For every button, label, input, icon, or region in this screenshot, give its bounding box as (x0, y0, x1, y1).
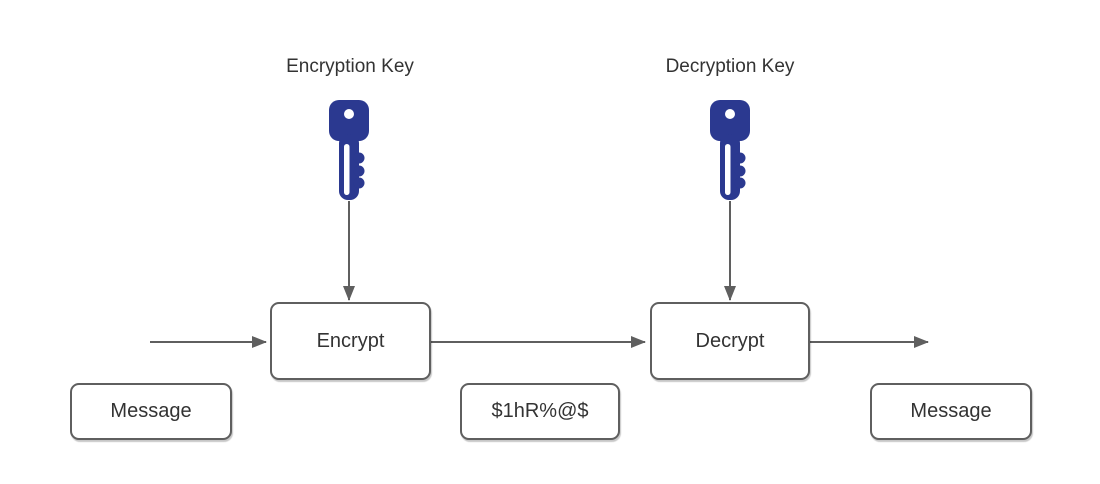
message-output-box: Message (870, 383, 1032, 440)
encrypt-box-label: Encrypt (316, 329, 385, 352)
message-input-box: Message (70, 383, 232, 440)
ciphertext-label: $1hR%@$ (491, 400, 589, 422)
message-input-label: Message (110, 400, 192, 422)
key-icon (329, 100, 369, 200)
decrypt-box-label: Decrypt (695, 329, 765, 352)
decryption-key-label: Decryption Key (665, 56, 795, 77)
decrypt-box: Decrypt (650, 302, 810, 380)
encrypt-box: Encrypt (270, 302, 431, 380)
key-icon (710, 100, 750, 200)
ciphertext-box: $1hR%@$ (460, 383, 620, 440)
encryption-key-label: Encryption Key (286, 56, 414, 77)
message-output-label: Message (910, 400, 992, 422)
